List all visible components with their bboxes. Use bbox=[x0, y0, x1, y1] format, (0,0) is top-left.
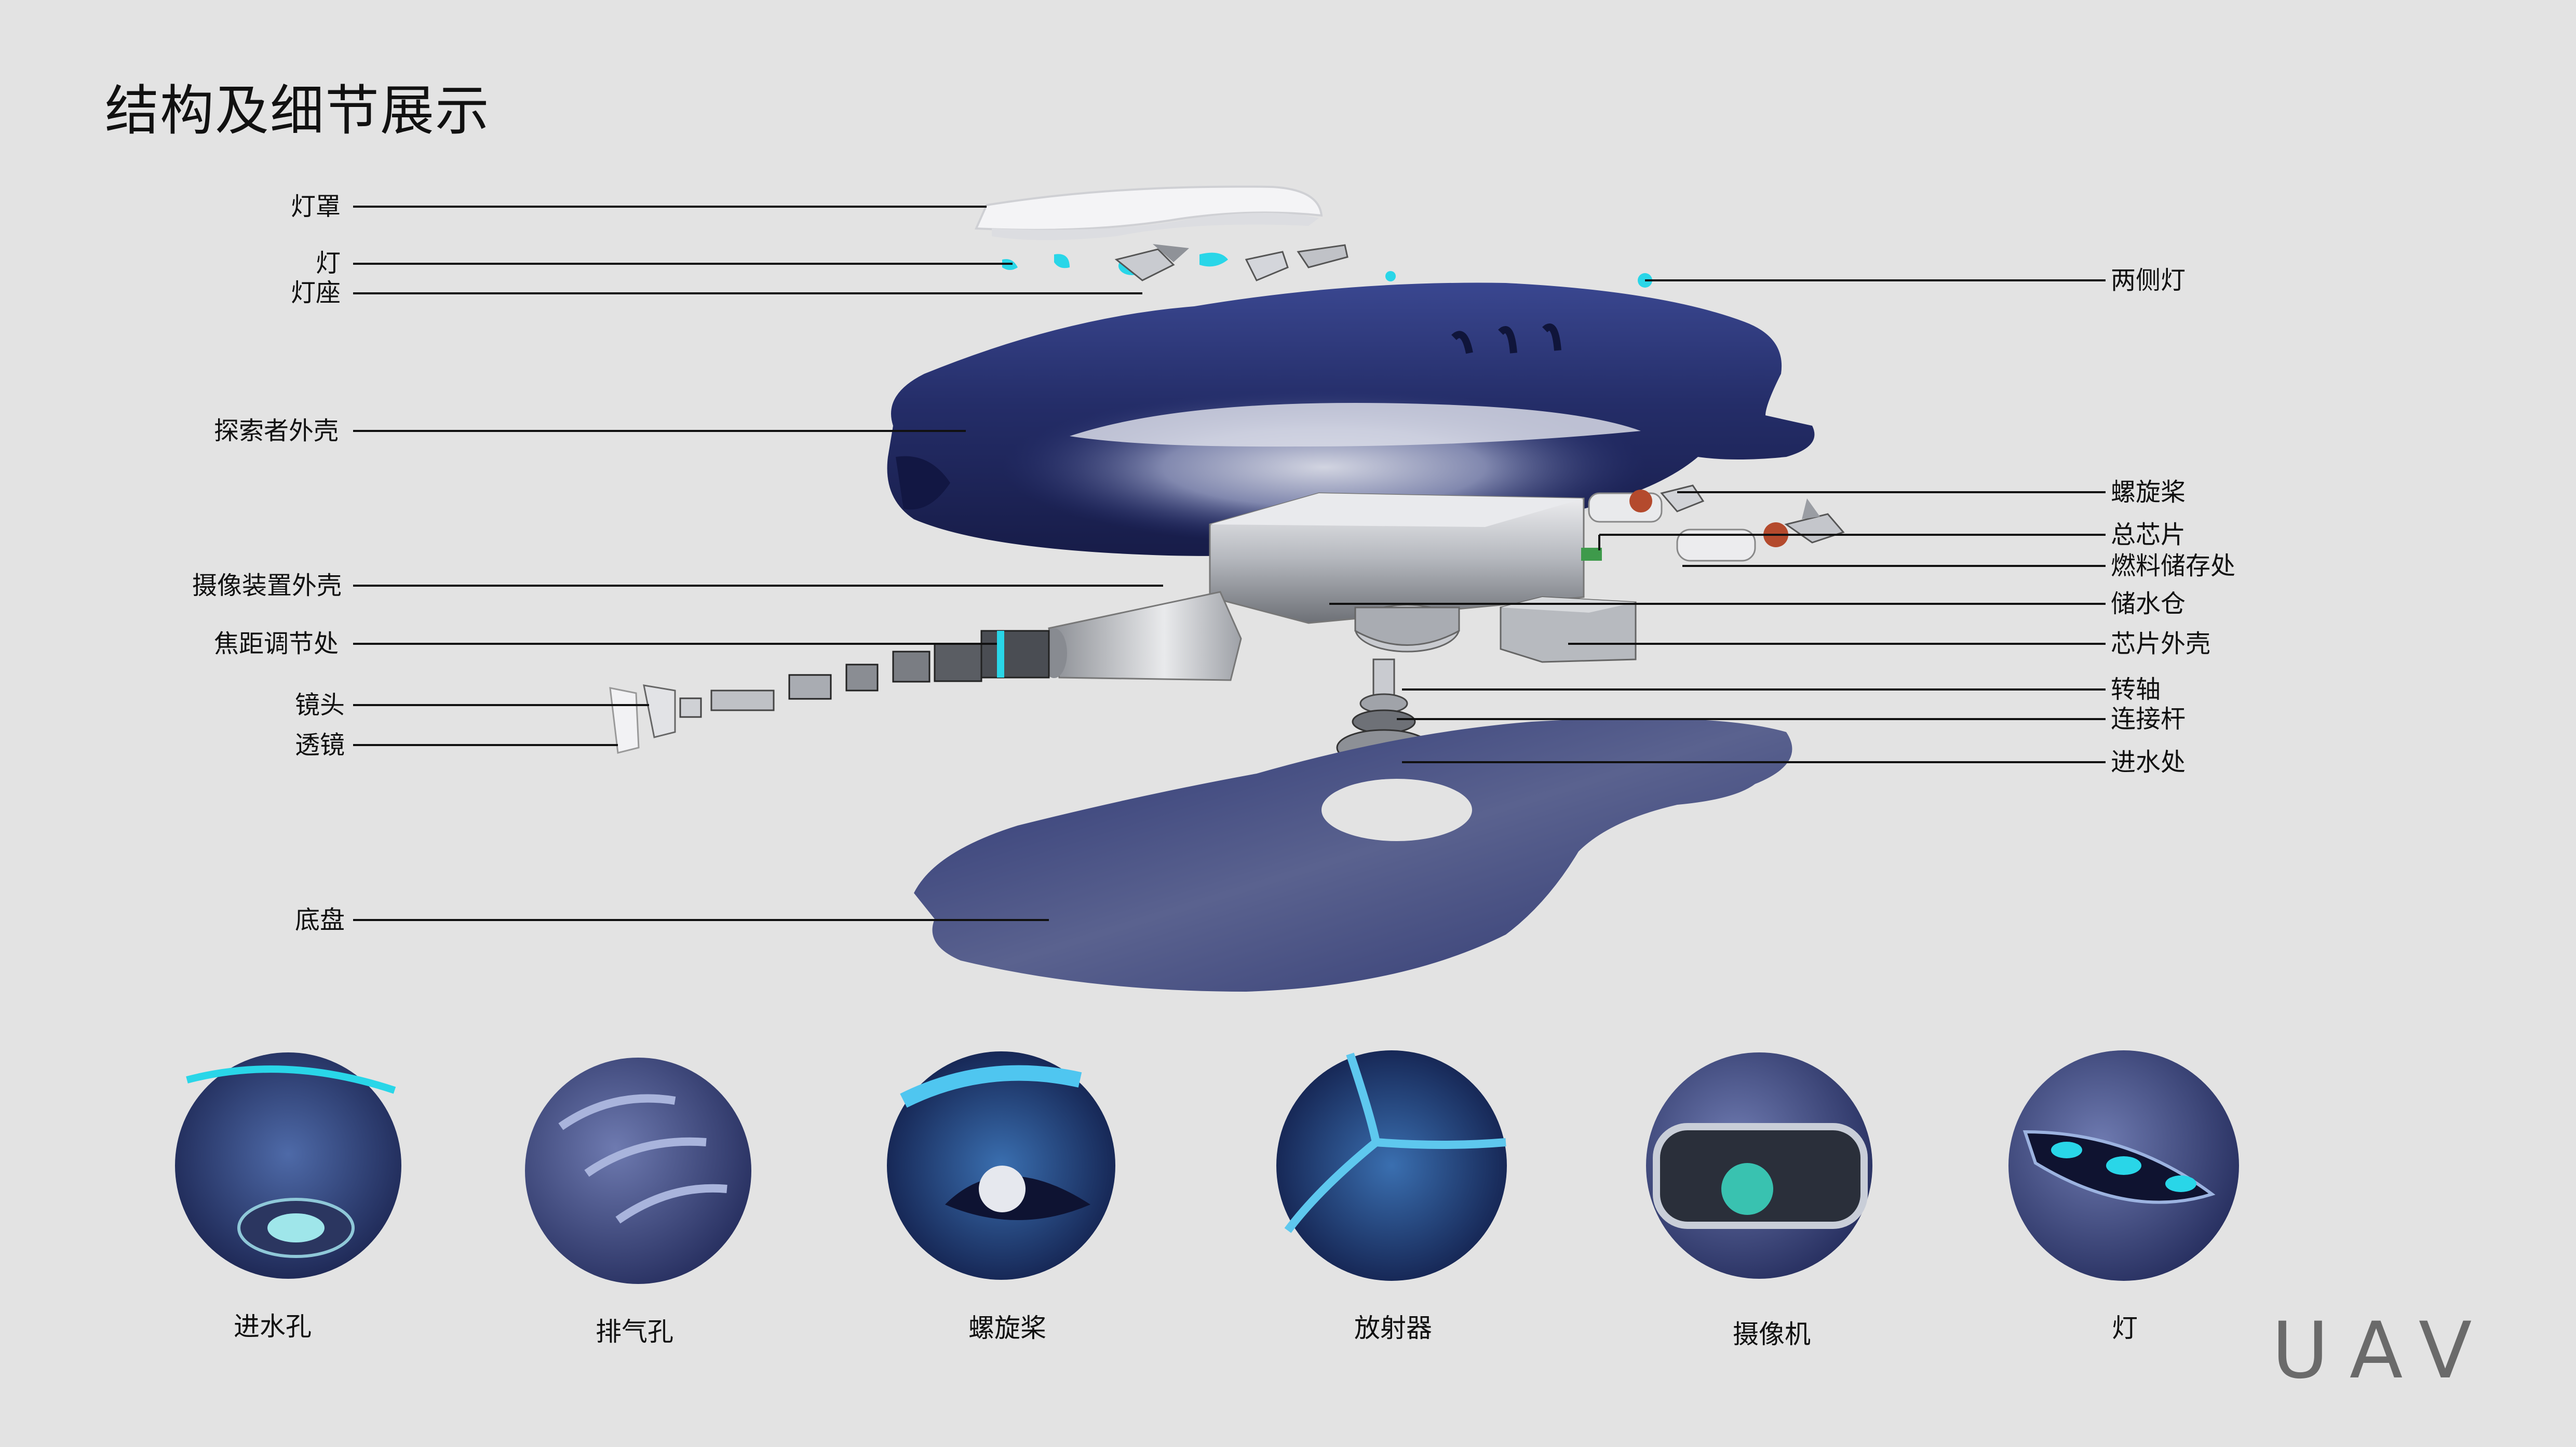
callout-camera-housing: 摄像装置外壳 bbox=[192, 571, 342, 600]
callout-rotating-shaft: 转轴 bbox=[2111, 675, 2161, 704]
callout-propeller: 螺旋桨 bbox=[2111, 478, 2186, 507]
light-parts bbox=[1002, 244, 1652, 288]
camera-parts bbox=[609, 591, 1242, 754]
detail-circle-propeller bbox=[887, 1051, 1115, 1280]
callout-main-chip: 总芯片 bbox=[2111, 520, 2186, 549]
detail-label-water-inlet: 进水孔 bbox=[234, 1311, 312, 1342]
callout-explorer-shell: 探索者外壳 bbox=[214, 416, 339, 445]
detail-label-propeller: 螺旋桨 bbox=[968, 1313, 1046, 1343]
explorer-shell-part bbox=[887, 282, 1815, 556]
callout-light-base: 灯座 bbox=[291, 278, 341, 307]
detail-label-exhaust: 排气孔 bbox=[596, 1317, 673, 1347]
detail-circle-exhaust bbox=[525, 1058, 751, 1284]
callout-connecting-rod: 连接杆 bbox=[2111, 705, 2186, 734]
detail-circle-emitter bbox=[1276, 1050, 1507, 1281]
propeller-parts bbox=[1588, 484, 1845, 562]
detail-circle-water-inlet bbox=[175, 1052, 401, 1279]
detail-label-emitter: 放射器 bbox=[1354, 1313, 1432, 1343]
page-title: 结构及细节展示 bbox=[105, 79, 491, 142]
detail-circle-camera bbox=[1646, 1052, 1872, 1279]
detail-circle-light bbox=[2008, 1050, 2239, 1281]
brand-logo: UAV bbox=[2272, 1306, 2493, 1396]
callout-lines-right bbox=[1329, 279, 2106, 763]
chassis-part bbox=[914, 718, 1792, 992]
callout-focus-adjust: 焦距调节处 bbox=[214, 629, 339, 658]
detail-label-light: 灯 bbox=[2112, 1313, 2138, 1343]
callout-lens: 镜头 bbox=[295, 691, 345, 720]
light-cover-part bbox=[974, 185, 1323, 240]
callout-light: 灯 bbox=[316, 249, 341, 278]
callout-lines-left bbox=[353, 206, 1163, 921]
callout-water-tank: 储水仓 bbox=[2111, 589, 2186, 618]
callout-transparent-lens: 透镜 bbox=[295, 731, 345, 760]
callout-water-inlet: 进水处 bbox=[2111, 748, 2186, 777]
detail-label-camera: 摄像机 bbox=[1733, 1319, 1811, 1349]
callout-side-lights: 两侧灯 bbox=[2111, 266, 2186, 295]
callout-chip-housing: 芯片外壳 bbox=[2111, 629, 2211, 658]
callout-light-cover: 灯罩 bbox=[291, 192, 341, 221]
callout-fuel-storage: 燃料储存处 bbox=[2111, 551, 2236, 580]
callout-chassis: 底盘 bbox=[295, 905, 345, 935]
